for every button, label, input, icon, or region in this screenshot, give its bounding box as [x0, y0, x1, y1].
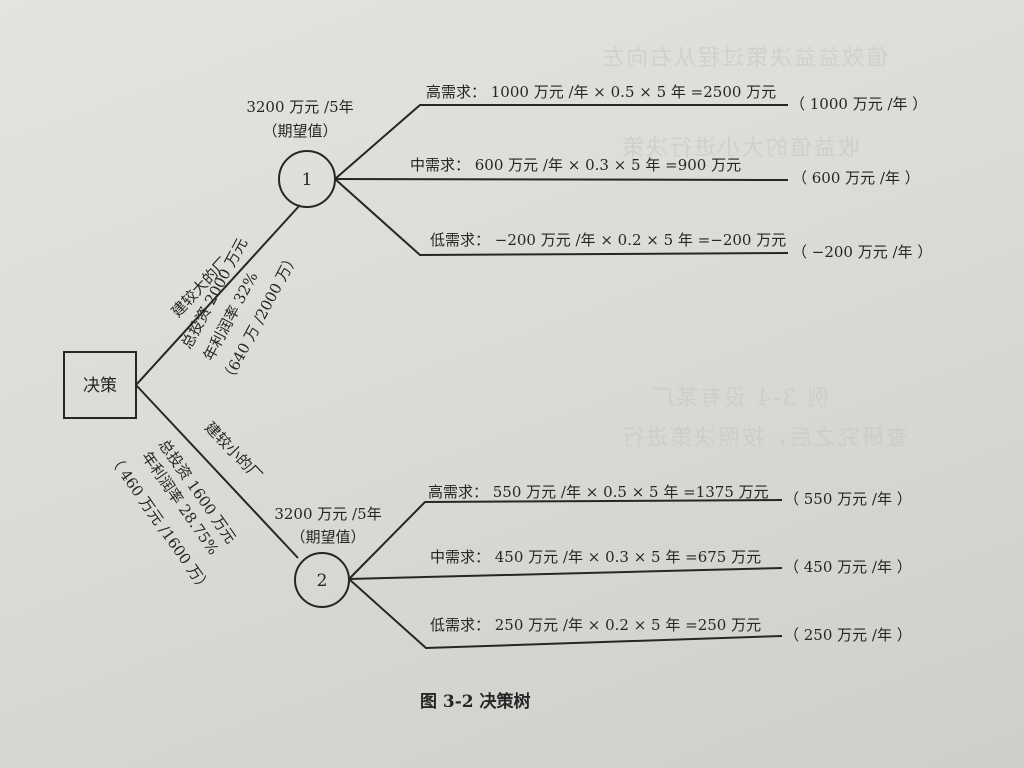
outcome-line-low-1: [334, 178, 789, 257]
chance-node-1: 1: [278, 150, 336, 208]
outcome-payoff: （ 550 万元 /年 ）: [784, 490, 912, 508]
alternative-label: 建较小的厂: [201, 418, 266, 484]
expected-value-2-caption: （期望值）: [290, 528, 365, 546]
outcome-payoff: （ 450 万元 /年 ）: [784, 558, 912, 576]
outcome-payoff: （ 1000 万元 /年 ）: [790, 95, 927, 113]
outcome-formula: 中需求： 600 万元 /年 × 0.3 × 5 年 =900 万元: [410, 156, 741, 174]
expected-value-2: 3200 万元 /5年: [274, 505, 381, 523]
outcome-formula: 低需求： −200 万元 /年 × 0.2 × 5 年 =−200 万元: [430, 231, 786, 249]
outcome-payoff: （ 600 万元 /年 ）: [792, 169, 920, 187]
outcome-line-mid-2: [348, 567, 783, 580]
branch-line-large: [135, 204, 301, 386]
outcome-line-mid-1: [334, 178, 789, 181]
outcome-formula: 高需求： 550 万元 /年 × 0.5 × 5 年 =1375 万元: [428, 483, 769, 501]
outcome-payoff: （ −200 万元 /年 ）: [792, 243, 932, 261]
svg-text:1: 1: [302, 170, 313, 190]
decision-node-label: 决策: [83, 376, 117, 396]
outcome-line-high-2: [348, 499, 783, 580]
alternative-small-labels: 建较小的厂: [201, 418, 266, 484]
expected-value-1: 3200 万元 /5年: [246, 98, 353, 116]
outcome-payoff: （ 250 万元 /年 ）: [784, 626, 912, 644]
svg-text:2: 2: [317, 571, 328, 591]
branch-line-small: [135, 384, 299, 559]
figure-caption: 图 3-2 决策树: [420, 691, 531, 712]
outcome-formula: 中需求： 450 万元 /年 × 0.3 × 5 年 =675 万元: [430, 548, 761, 566]
outcome-formula: 高需求： 1000 万元 /年 × 0.5 × 5 年 =2500 万元: [426, 83, 776, 101]
outcome-formula: 低需求： 250 万元 /年 × 0.2 × 5 年 =250 万元: [430, 616, 761, 634]
decision-node: 决策: [63, 351, 137, 419]
chance-node-2: 2: [294, 552, 350, 608]
expected-value-1-caption: （期望值）: [262, 122, 337, 140]
outcome-line-low-2: [348, 578, 783, 650]
outcome-line-high-1: [334, 104, 788, 180]
